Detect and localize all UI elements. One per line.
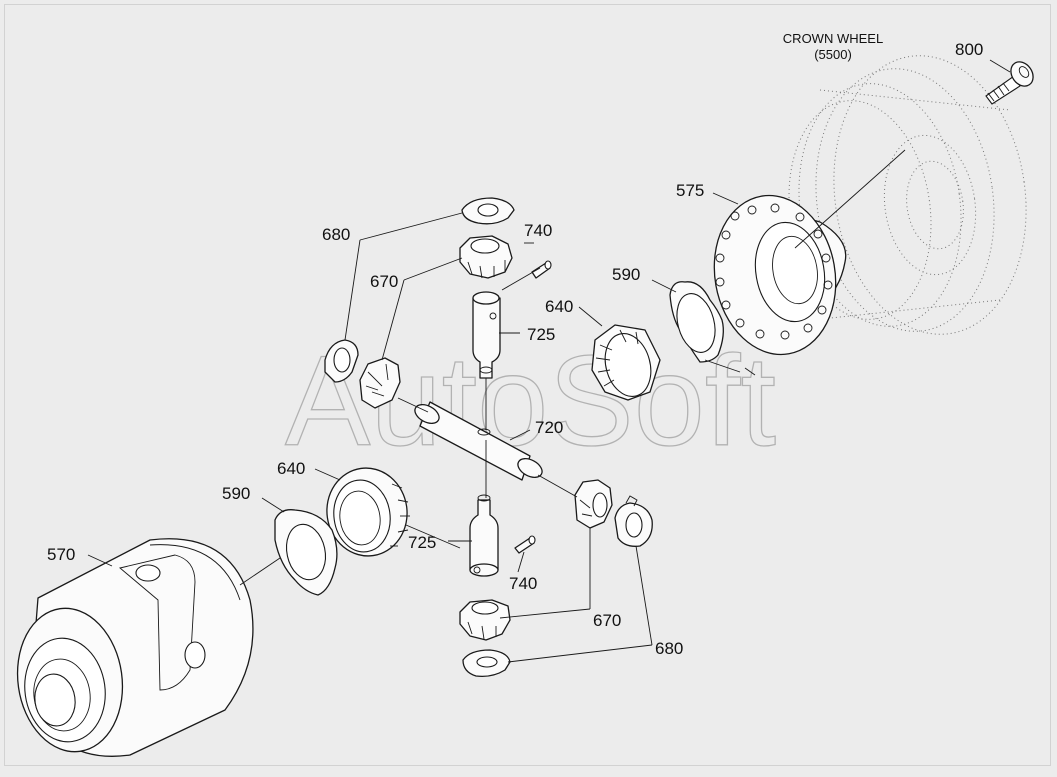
pinion-gear-670-top: [459, 235, 513, 279]
label-725-bottom: 725: [408, 533, 436, 552]
shaft-725-top: [472, 291, 501, 379]
case-half-570: [16, 538, 254, 757]
label-740-top: 740: [524, 221, 552, 240]
side-gear-640-right: [591, 324, 661, 401]
leader-lines: [87, 59, 1011, 663]
label-590-right: 590: [612, 265, 640, 284]
label-575: 575: [676, 181, 704, 200]
label-680-bottom: 680: [655, 639, 683, 658]
thrust-washer-590-left: [274, 509, 338, 596]
label-590-left: 590: [222, 484, 250, 503]
label-670-bottom: 670: [593, 611, 621, 630]
label-740-bottom: 740: [509, 574, 537, 593]
washer-680-right: [614, 495, 653, 547]
pinion-gear-670-bottom: [459, 599, 511, 641]
label-680-top: 680: [322, 225, 350, 244]
thrust-washer-590-right: [669, 281, 724, 363]
case-half-575: [713, 194, 847, 356]
label-570: 570: [47, 545, 75, 564]
label-720: 720: [535, 418, 563, 437]
pin-740-top: [531, 260, 552, 279]
bolt-800: [985, 61, 1034, 105]
pin-740-bottom: [514, 535, 536, 554]
label-640-right: 640: [545, 297, 573, 316]
cross-shaft-720: [414, 401, 543, 481]
label-670-top: 670: [370, 272, 398, 291]
side-gear-640-left: [326, 467, 410, 557]
pinion-gear-670-left: [359, 357, 401, 409]
label-725-top: 725: [527, 325, 555, 344]
label-800: 800: [955, 40, 983, 59]
washer-680-bottom: [462, 649, 511, 678]
label-640-left: 640: [277, 459, 305, 478]
crown-wheel-number: (5500): [814, 47, 852, 62]
shaft-725-bottom: [469, 494, 499, 577]
washer-680-left: [324, 339, 359, 383]
washer-680-top: [461, 197, 515, 225]
crown-wheel-title: CROWN WHEEL: [783, 31, 883, 46]
pinion-gear-670-right: [574, 479, 613, 529]
